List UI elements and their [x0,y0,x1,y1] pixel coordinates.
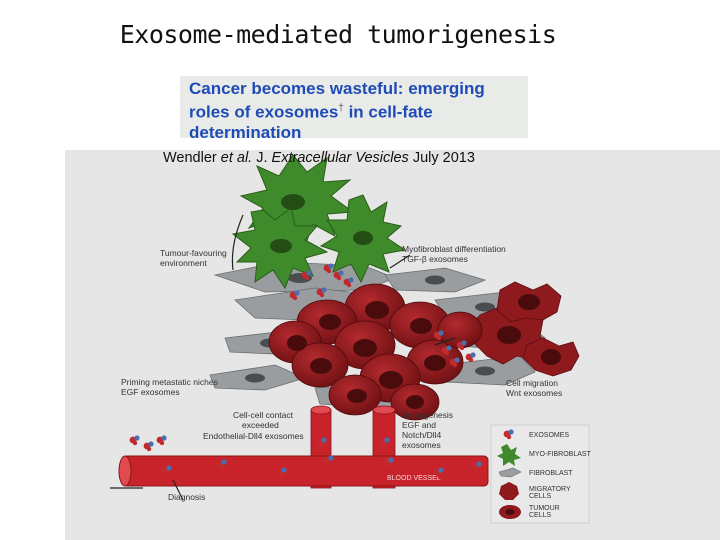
citation-etal: et al. [220,150,253,166]
paper-title-box: Cancer becomes wasteful: emerging roles … [180,76,528,142]
label-cell-contact: Cell-cell contact [233,410,294,420]
label-environment: environment [160,258,207,268]
paper-title-line-3: determination [189,122,302,142]
myofibroblast-icon [497,444,521,466]
label-tumour-favouring: Tumour-favouring [160,248,227,258]
paper-title-line-2-pre: roles of exosomes [189,102,339,122]
label-priming-niches: Priming metastatic niches [121,377,218,387]
arrows [110,214,456,501]
citation-date: July 2013 [408,150,475,166]
legend-myofibroblast: MYO-FIBROBLAST [529,451,592,458]
paper-title-line-1: Cancer becomes wasteful: emerging [189,79,485,98]
legend-tumour-1: TUMOUR [529,505,560,512]
blood-vessel: BLOOD VESSEL [118,455,489,487]
dagger-mark: † [338,103,344,114]
paper-title-line-2: roles of exosomes† in cell-fate [189,99,528,123]
legend: EXOSOMES MYO-FIBROBLAST FIBROBLAST MIGRA… [490,424,592,524]
paper-title-line-2-post: in cell-fate [343,102,433,122]
fibroblast-icon [498,467,522,478]
legend-tumour-2: CELLS [529,512,552,519]
label-myofibroblast-differentiation: Myofibroblast differentiation [402,244,506,254]
legend-fibroblast: FIBROBLAST [529,470,573,477]
legend-migratory-1: MIGRATORY [529,486,571,493]
label-egf-and: EGF and [402,420,436,430]
label-exceeded: exceeded [242,420,279,430]
citation: Wendler et al. J. Extracellular Vesicles… [163,150,475,166]
legend-migratory-2: CELLS [529,493,552,500]
label-tgf-exosomes: TGF-β exosomes [402,254,468,264]
label-egf-exosomes: EGF exosomes [121,387,180,397]
label-angiogenesis: Angiogenesis [402,410,453,420]
label-wnt-exosomes: Wnt exosomes [506,388,562,398]
migratory-cell-icon [499,482,519,500]
citation-authors: Wendler [163,150,221,166]
exosome-diagram: BLOOD VESSEL Tumour-favouring environmen… [110,154,592,524]
slide-title: Exosome-mediated tumorigenesis [119,20,557,49]
label-notch-dll4: Notch/Dll4 [402,430,441,440]
citation-journal-pre: J. [252,150,272,166]
legend-exosomes: EXOSOMES [529,432,569,439]
label-exosomes: exosomes [402,440,441,450]
label-diagnosis: Diagnosis [168,492,205,502]
figure-panel: BLOOD VESSEL Tumour-favouring environmen… [65,150,720,540]
label-endothelial-dll4: Endothelial-Dll4 exosomes [203,431,304,441]
citation-journal: Extracellular Vesicles [271,150,409,166]
blood-vessel-label: BLOOD VESSEL [387,475,441,482]
label-cell-migration: Cell migration [506,378,558,388]
